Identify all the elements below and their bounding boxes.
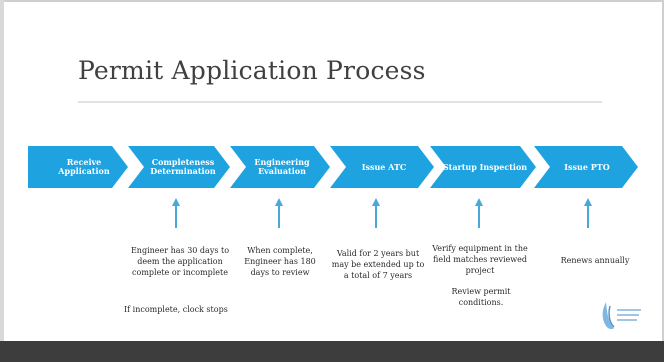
note-engineering: When complete, Engineer has 180 days to …: [244, 246, 316, 277]
note-completeness: Engineer has 30 days to deem the applica…: [130, 246, 230, 277]
note-clock-stops: If incomplete, clock stops: [124, 305, 228, 314]
slide-title: Permit Application Process: [78, 56, 426, 85]
note-issue-pto: Renews annually: [560, 256, 630, 265]
chevron-step-2: [128, 146, 230, 188]
process-chevrons: [28, 146, 638, 228]
chevron-step-3: [230, 146, 330, 188]
note-startup: Verify equipment in the field matches re…: [432, 244, 528, 275]
step-label-issue-pto: Issue PTO: [564, 161, 610, 172]
title-underline: [78, 101, 602, 103]
up-arrow-icon-6: [584, 198, 592, 206]
step-label-engineering-evaluation: Engineering Evaluation: [254, 157, 310, 176]
step-label-completeness-determination: Completeness Determination: [150, 157, 216, 176]
step-label-receive-application: Receive Application: [58, 157, 110, 176]
up-arrow-icon-2: [172, 198, 180, 206]
slide-left-border: [0, 0, 4, 362]
chevron-step-1: [28, 146, 128, 188]
note-issue-atc: Valid for 2 years but may be extended up…: [331, 249, 425, 280]
chevron-step-6: [534, 146, 638, 188]
step-label-issue-atc: Issue ATC: [361, 161, 407, 172]
step-label-startup-inspection: Startup Inspection: [442, 161, 528, 172]
note-review-permit: Review permit conditions.: [451, 287, 511, 307]
chevron-step-4: [330, 146, 434, 188]
up-arrow-icon-4: [372, 198, 380, 206]
up-arrow-icon-3: [275, 198, 283, 206]
water-drop-logo-icon: [602, 302, 641, 330]
up-arrow-icon-5: [475, 198, 483, 206]
chevron-step-5: [430, 146, 536, 188]
bottom-bar: [0, 341, 664, 362]
